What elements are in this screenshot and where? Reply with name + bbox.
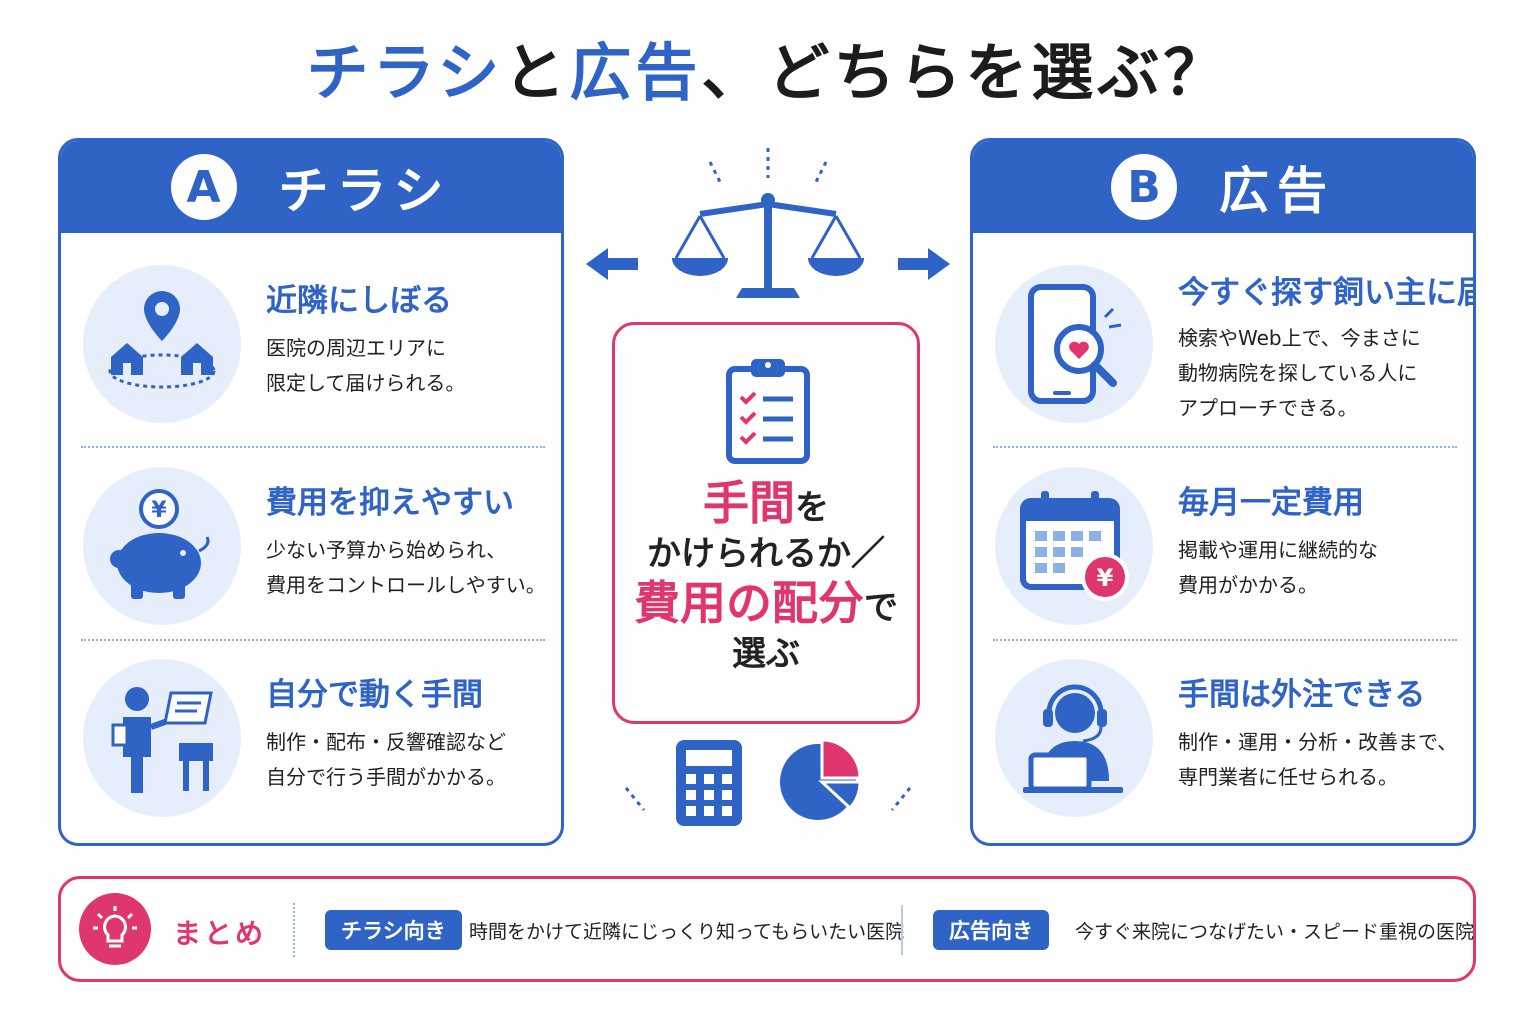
center-message: 手間を かけられるか／ 費用の配分で 選ぶ <box>615 475 917 675</box>
item-description: 制作・運用・分析・改善まで、 専門業者に任せられる。 <box>1178 730 1458 789</box>
ad-item-reach: 今すぐ探す飼い主に届く 検索やWeb上で、今まさに 動物病院を探している人に ア… <box>973 235 1473 435</box>
pie-chart-icon <box>780 738 862 820</box>
summary-divider <box>901 905 903 955</box>
title-and: と <box>503 36 570 109</box>
item-description: 少ない予算から始められ、 費用をコントロールしやすい。 <box>266 538 546 597</box>
center-line2: かけられるか／ <box>647 533 885 574</box>
divider <box>993 446 1457 448</box>
page-title: チラシと広告、どちらを選ぶ？ <box>0 36 1536 110</box>
center-line4: 選ぶ <box>732 633 800 674</box>
piggy-bank-yen-icon: ¥ <box>83 467 241 625</box>
divider <box>81 639 545 641</box>
panel-ad-letter: B <box>1111 154 1177 220</box>
headset-operator-icon <box>995 659 1153 817</box>
svg-text:¥: ¥ <box>1097 564 1114 592</box>
item-description: 制作・配布・反響確認など 自分で行う手間がかかる。 <box>266 730 506 789</box>
ad-item-outsource: 手間は外注できる 制作・運用・分析・改善まで、 専門業者に任せられる。 <box>973 629 1473 829</box>
panel-ad-title: 広告 <box>1219 162 1335 220</box>
summary-ad-text: 今すぐ来院につなげたい・スピード重視の医院 <box>1075 921 1475 943</box>
item-heading: 毎月一定費用 <box>1178 485 1364 521</box>
panel-flyer: A チラシ 近隣にしぼる 医院の周辺エリアに 限定して届けられる。 ¥ <box>58 138 564 846</box>
summary-flyer-text: 時間をかけて近隣にじっくり知ってもらいたい医院 <box>469 921 905 943</box>
divider <box>993 639 1457 641</box>
tag-flyer: チラシ向き <box>325 910 462 950</box>
item-heading: 手間は外注できる <box>1178 677 1426 713</box>
tag-ad: 広告向き <box>933 910 1049 950</box>
calculator-icon <box>676 740 742 826</box>
item-heading: 今すぐ探す飼い主に届く <box>1178 275 1473 311</box>
lightbulb-icon <box>79 893 151 965</box>
clipboard-checklist-icon <box>726 359 810 464</box>
ad-item-monthly-cost: ¥ 毎月一定費用 掲載や運用に継続的な 費用がかかる。 <box>973 437 1473 637</box>
center-effort: 手間 <box>703 476 795 530</box>
item-description: 掲載や運用に継続的な 費用がかかる。 <box>1178 538 1378 597</box>
item-heading: 費用を抑えやすい <box>266 485 514 521</box>
panel-flyer-title: チラシ <box>278 162 452 220</box>
item-heading: 自分で動く手間 <box>266 677 483 713</box>
person-presenting-icon <box>83 659 241 817</box>
arrow-right-icon <box>898 248 950 280</box>
center-particle: を <box>795 488 829 528</box>
item-description: 医院の周辺エリアに 限定して届けられる。 <box>266 336 466 395</box>
map-pin-houses-icon <box>83 265 241 423</box>
center-particle: で <box>864 588 898 628</box>
balance-scale-icon <box>586 148 950 298</box>
title-ad: 広告 <box>569 36 702 109</box>
flyer-item-cost: ¥ 費用を抑えやすい 少ない予算から始められ、 費用をコントロールしやすい。 <box>61 437 561 637</box>
divider <box>81 446 545 448</box>
title-flyer: チラシ <box>306 36 504 109</box>
svg-text:¥: ¥ <box>151 498 167 523</box>
summary-label: まとめ <box>173 917 267 950</box>
summary-separator <box>293 903 295 957</box>
panel-ad: B 広告 今すぐ探す飼い主に届く 検索やWeb上で、今まさに 動物病院を探してい… <box>970 138 1476 846</box>
item-description: 検索やWeb上で、今まさに 動物病院を探している人に アプローチできる。 <box>1178 326 1421 420</box>
panel-flyer-header: A チラシ <box>61 141 561 233</box>
panel-flyer-letter: A <box>170 154 237 220</box>
smartphone-search-heart-icon <box>995 265 1153 423</box>
center-message-box: 手間を かけられるか／ 費用の配分で 選ぶ <box>612 322 920 724</box>
summary-box: まとめ チラシ向き 時間をかけて近隣にじっくり知ってもらいたい医院 広告向き 今… <box>58 876 1476 982</box>
center-cost-allocation: 費用の配分 <box>634 576 864 630</box>
title-question: 、どちらを選ぶ？ <box>701 36 1230 109</box>
flyer-item-effort: 自分で動く手間 制作・配布・反響確認など 自分で行う手間がかかる。 <box>61 629 561 829</box>
flyer-item-nearby: 近隣にしぼる 医院の周辺エリアに 限定して届けられる。 <box>61 235 561 435</box>
panel-ad-header: B 広告 <box>973 141 1473 233</box>
arrow-left-icon <box>586 248 638 280</box>
item-heading: 近隣にしぼる <box>266 283 452 319</box>
calculator-pie-icons <box>624 738 912 826</box>
calendar-yen-icon: ¥ <box>995 467 1153 625</box>
